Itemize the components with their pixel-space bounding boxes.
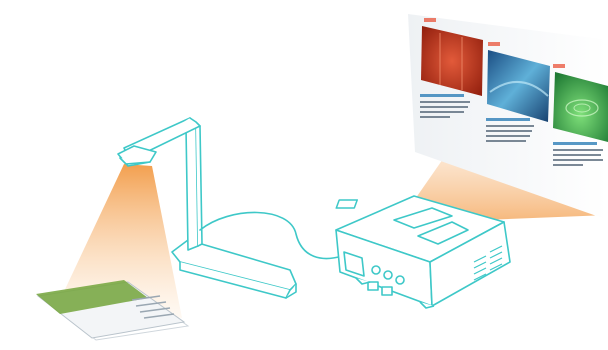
illustration <box>0 0 608 350</box>
